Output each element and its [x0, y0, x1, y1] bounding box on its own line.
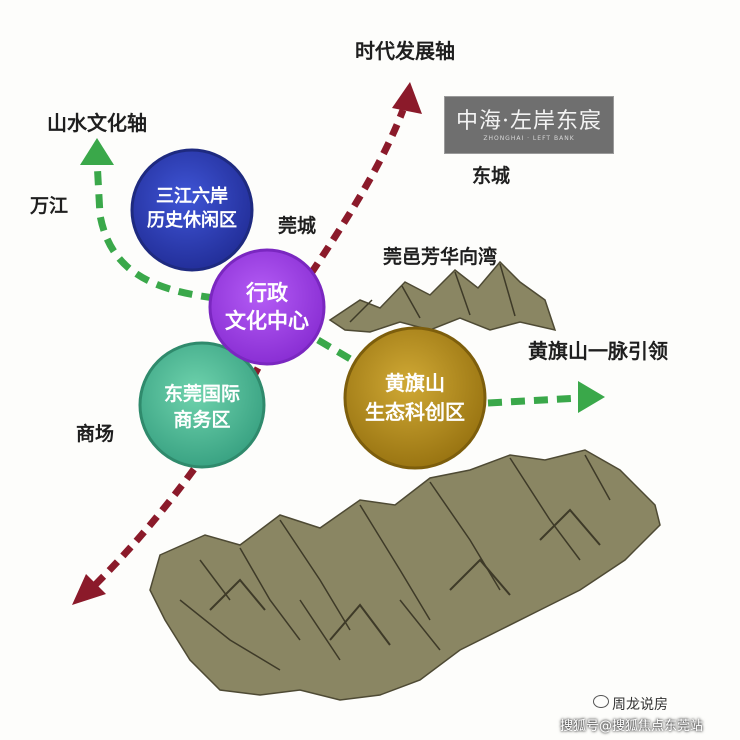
place-guancheng: 莞城: [278, 214, 316, 237]
circle-sanjiang: 三江六岸 历史休闲区: [130, 148, 254, 272]
green-link-center-huangqi: [316, 336, 354, 364]
place-dongcheng: 东城: [472, 164, 510, 187]
xingzheng-line2: 文化中心: [225, 309, 309, 333]
project-logo: 中海·左岸东宸 ZHONGHAI · LEFT BANK: [444, 96, 614, 154]
xingzheng-line1: 行政: [245, 281, 289, 305]
watermark-author: 周龙说房: [612, 697, 668, 713]
mountain-range-upper: [328, 260, 557, 333]
circle-xingzheng: 行政 文化中心: [208, 248, 326, 366]
huangqi-line1: 黄旗山: [385, 371, 445, 395]
circle-dongguan-cbd: 东莞国际 商务区: [138, 341, 266, 469]
watermark-site: 搜狐号@搜狐焦点东莞站: [560, 719, 704, 734]
landscape-axis-arrow: [80, 138, 216, 302]
place-guanyi: 莞邑芳华向湾: [383, 245, 497, 268]
huangqi-axis-arrow: [487, 381, 605, 413]
huangqi-line2: 生态科创区: [365, 400, 465, 424]
landscape-axis-label: 山水文化轴: [47, 111, 147, 135]
circle-huangqi: 黄旗山 生态科创区: [343, 326, 487, 470]
logo-name: 中海·左岸东宸: [456, 109, 602, 134]
wechat-icon: [593, 695, 609, 708]
dongguan-line1: 东莞国际: [164, 382, 240, 405]
sanjiang-line2: 历史休闲区: [147, 209, 237, 231]
huangqi-axis-label: 黄旗山一脉引领: [528, 339, 668, 363]
place-wanjiang: 万江: [29, 195, 68, 217]
time-axis-arrow-up: [297, 82, 422, 292]
place-shangchang: 商场: [76, 422, 114, 445]
dongguan-line2: 商务区: [173, 408, 230, 431]
logo-subtitle: ZHONGHAI · LEFT BANK: [483, 135, 575, 142]
time-axis-label: 时代发展轴: [355, 39, 455, 63]
mountain-range-lower: [149, 449, 661, 701]
sanjiang-line1: 三江六岸: [156, 185, 228, 207]
